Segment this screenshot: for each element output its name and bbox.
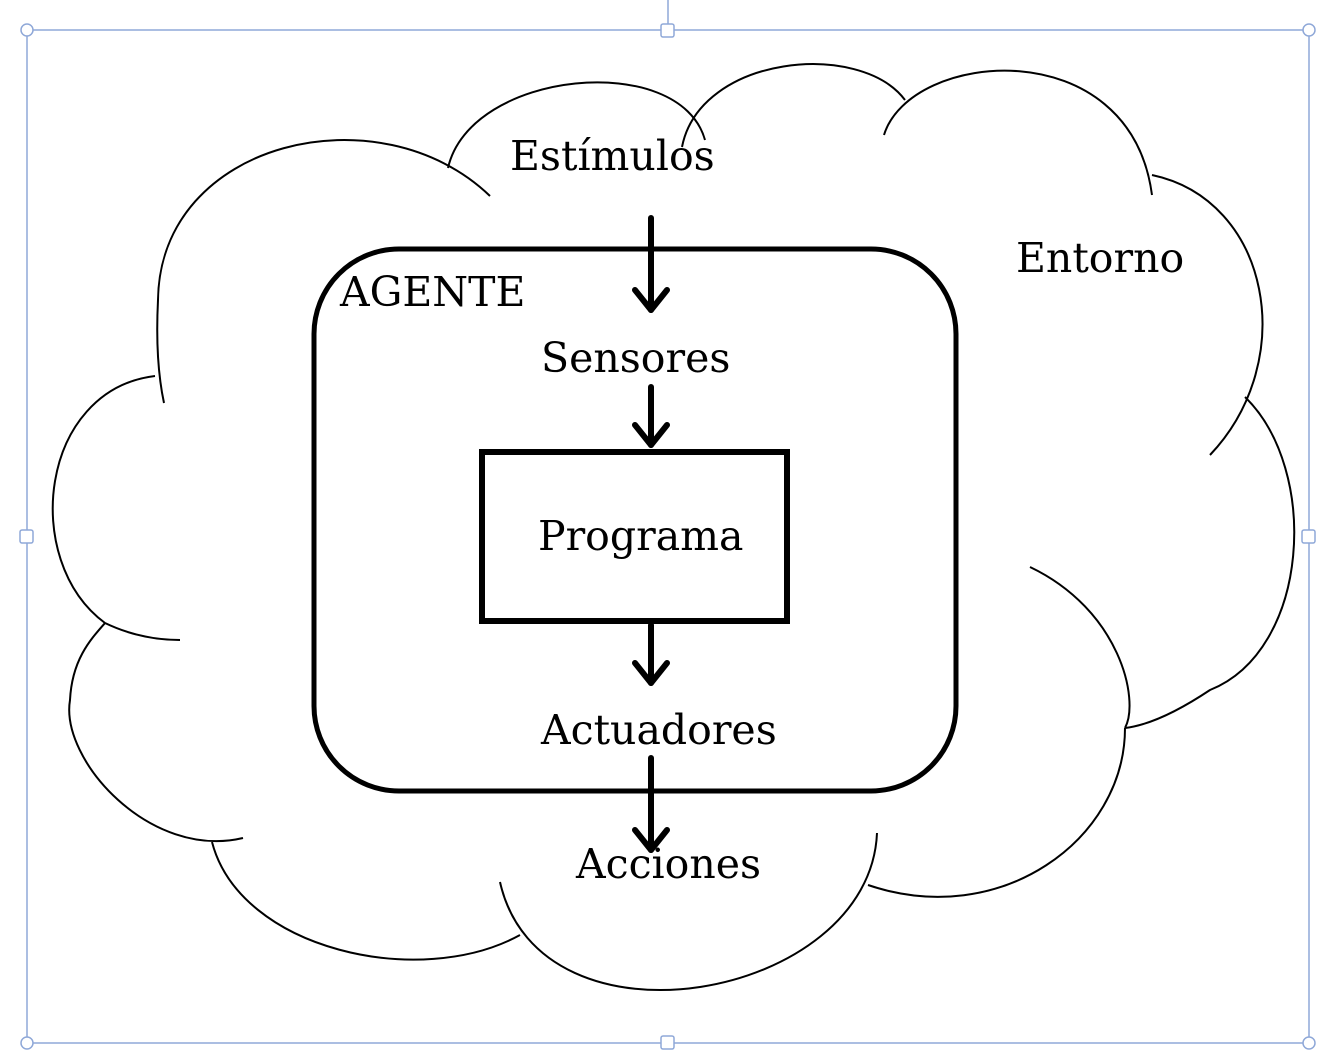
handle-bottom-right[interactable] [1302, 1036, 1316, 1050]
arrow-actuators-to-actions [632, 755, 670, 853]
handle-top-middle[interactable] [660, 23, 675, 38]
environment-cloud[interactable] [51, 63, 1296, 991]
arrow-sensors-to-program [632, 384, 670, 448]
actuators-label: Actuadores [540, 706, 777, 754]
handle-right-middle[interactable] [1301, 529, 1316, 544]
program-label: Programa [538, 512, 743, 560]
stimuli-label: Estímulos [510, 132, 715, 180]
handle-bottom-left[interactable] [20, 1036, 34, 1050]
sensors-label: Sensores [541, 334, 730, 382]
selection-handles[interactable] [19, 23, 1316, 1050]
agent-label: AGENTE [339, 268, 525, 316]
handle-top-left[interactable] [20, 23, 34, 37]
agent-box[interactable] [311, 246, 959, 794]
actions-label: Acciones [575, 840, 761, 888]
arrow-stimuli-to-sensors [632, 215, 670, 313]
handle-top-right[interactable] [1302, 23, 1316, 37]
arrow-program-to-actuators [632, 622, 670, 686]
program-box[interactable] [479, 449, 790, 624]
handle-left-middle[interactable] [19, 529, 34, 544]
environment-label: Entorno [1016, 234, 1184, 282]
handle-bottom-middle[interactable] [660, 1035, 675, 1050]
